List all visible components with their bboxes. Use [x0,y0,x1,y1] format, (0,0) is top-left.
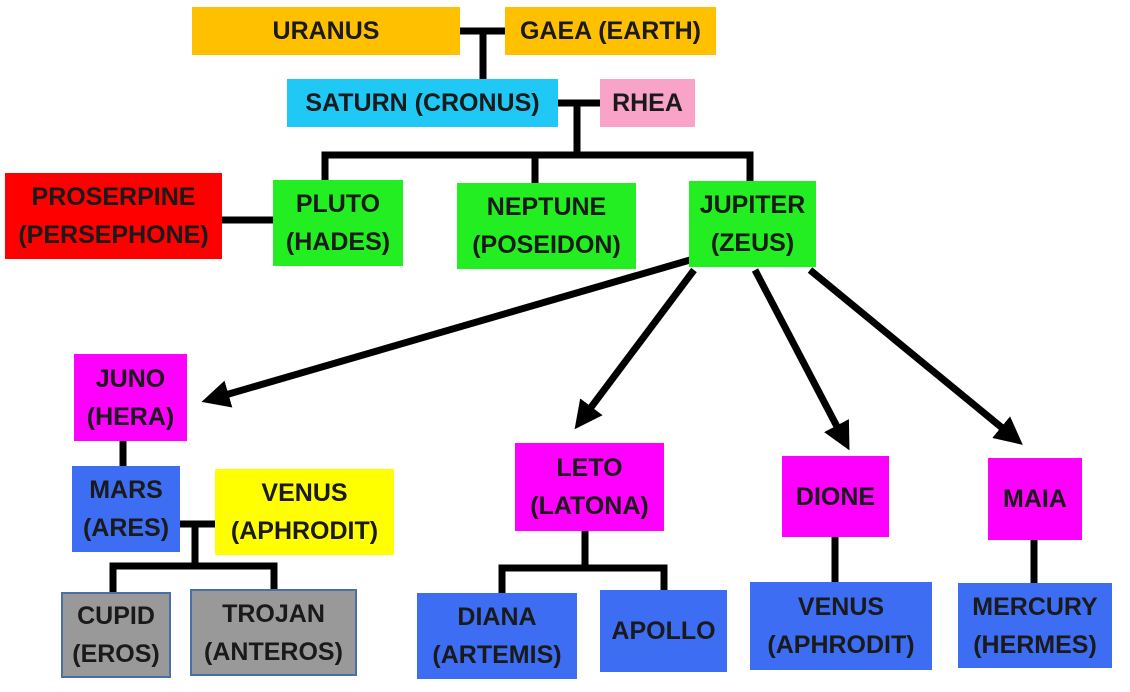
node-mercury: MERCURY (HERMES) [958,583,1112,668]
node-gaea: GAEA (EARTH) [505,7,716,55]
node-label-line: SATURN (CRONUS) [305,89,540,117]
node-trojan: TROJAN (ANTEROS) [190,589,357,676]
node-venus-aphrodite-spouse: VENUS (APHRODIT) [215,469,394,555]
node-label-line: TROJAN [222,599,325,628]
node-proserpine: PROSERPINE (PERSEPHONE) [5,173,222,259]
node-label-line: (PERSEPHONE) [18,221,209,249]
node-label-line: (ARES) [82,514,170,542]
node-maia: MAIA [988,458,1082,540]
arrow-jupiter-to-leto [574,267,697,430]
node-jupiter: JUPITER (ZEUS) [689,181,816,267]
node-label-line: NEPTUNE [486,193,607,221]
node-label-line: LETO [556,454,623,482]
node-dione: DIONE [782,456,889,537]
node-label-line: (APHRODIT) [767,631,915,659]
node-label-line: DIANA [457,603,537,631]
node-rhea: RHEA [600,79,695,127]
node-label-line: (EROS) [72,640,160,668]
node-mars: MARS (ARES) [72,466,180,552]
node-label-line: APOLLO [611,617,716,645]
node-label-line: CUPID [77,602,155,630]
node-label-line: MERCURY [972,592,1098,621]
node-juno: JUNO (HERA) [74,354,187,441]
node-uranus: URANUS [192,7,460,55]
arrow-jupiter-to-maia [807,267,1023,445]
node-label-line: VENUS [797,593,885,621]
node-label-line: (POSEIDON) [472,231,621,259]
node-label-line: (HADES) [285,228,391,256]
node-label-line: VENUS [261,479,348,507]
node-label-line: (APHRODIT) [230,517,379,545]
node-label-line: MARS [89,476,163,504]
node-label-line: (ANTEROS) [204,637,343,666]
node-cupid: CUPID (EROS) [61,592,171,678]
node-label-line: (ZEUS) [710,229,795,257]
node-leto: LETO (LATONA) [515,443,664,531]
node-apollo: APOLLO [600,590,727,672]
node-label-line: JUPITER [699,191,806,219]
node-label-line: JUNO [95,364,166,393]
node-label-line: (ARTEMIS) [432,641,562,669]
node-label-line: (HERMES) [973,630,1097,659]
node-label-line: MAIA [1003,485,1067,513]
node-saturn: SATURN (CRONUS) [287,79,558,127]
node-label-line: RHEA [612,89,683,117]
arrow-jupiter-to-juno [201,256,691,408]
node-neptune: NEPTUNE (POSEIDON) [457,183,636,269]
arrow-jupiter-to-dione [751,268,850,451]
node-venus-aphrodite-child: VENUS (APHRODIT) [750,582,932,670]
node-label-line: DIONE [795,482,876,511]
node-label-line: (HERA) [86,402,175,431]
node-label-line: (LATONA) [530,492,649,520]
node-label-line: PROSERPINE [31,183,196,211]
node-label-line: GAEA (EARTH) [519,17,701,45]
node-diana: DIANA (ARTEMIS) [417,593,577,679]
node-pluto: PLUTO (HADES) [273,180,403,266]
node-label-line: PLUTO [295,190,381,218]
node-label-line: URANUS [272,17,380,45]
